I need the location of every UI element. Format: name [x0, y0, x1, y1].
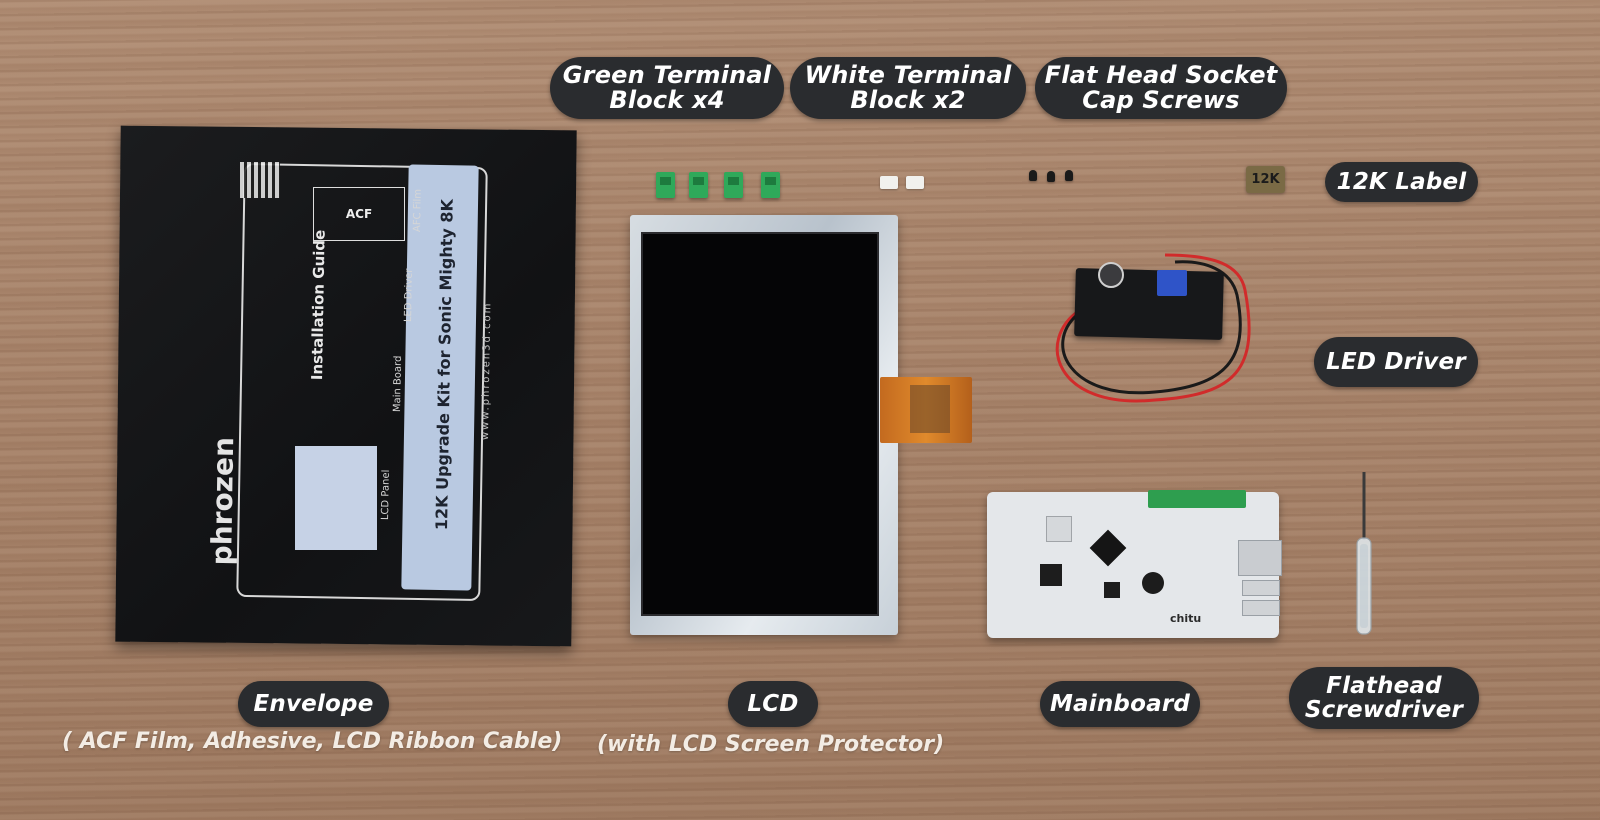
led-driver-label: LED Driver [1314, 337, 1478, 387]
envelope-label: Envelope [238, 681, 389, 727]
green-terminal-block [724, 172, 743, 198]
lcd-caption: (with LCD Screen Protector) [597, 732, 945, 757]
envelope-caption: ( ACF Film, Adhesive, LCD Ribbon Cable) [62, 729, 563, 754]
12k-label-label: 12K Label [1325, 162, 1478, 202]
mainboard-buzzer [1142, 572, 1164, 594]
lcd-screen [641, 232, 879, 616]
white-terminal-block [906, 176, 924, 189]
led-driver-heatsink [1157, 270, 1187, 296]
cap-screw [1047, 171, 1055, 182]
12k-sticker: 12K [1246, 166, 1285, 193]
envelope-acf-box: ACF [313, 187, 405, 241]
mainboard-heatsink [1046, 516, 1072, 542]
led-driver-board [1074, 268, 1224, 340]
envelope-guide-title: Installation Guide [308, 229, 329, 381]
cap-screw [1065, 170, 1073, 181]
envelope-item-afc-film: AFC Film [412, 188, 424, 233]
envelope-item-lcd-panel: LCD Panel [380, 469, 392, 521]
mainboard-usb-port [1242, 580, 1280, 596]
envelope-item-led-driver: LED Driver [403, 268, 415, 323]
mainboard-ethernet-port [1238, 540, 1282, 576]
envelope-lcd-panel-graphic [295, 446, 377, 550]
green-terminal-block [689, 172, 708, 198]
mainboard-chip [1104, 582, 1120, 598]
mainboard [987, 492, 1279, 638]
cap-screw [1029, 170, 1037, 181]
white-terminal-block [880, 176, 898, 189]
mainboard-usb-port [1242, 600, 1280, 616]
green-terminal-block [761, 172, 780, 198]
mainboard-brand: chitu [1170, 612, 1202, 625]
envelope-item-main-board: Main Board [392, 355, 404, 413]
screwdriver-icon [1356, 472, 1372, 635]
envelope-brand: phrozen [205, 436, 241, 566]
lcd-ribbon-cable [880, 377, 972, 443]
led-driver-capacitor [1098, 262, 1124, 288]
mainboard-chip [1040, 564, 1062, 586]
mainboard-terminal [1148, 490, 1246, 508]
qr-code-icon [240, 162, 280, 198]
green-terminal-block [656, 172, 675, 198]
mainboard-label: Mainboard [1040, 681, 1200, 727]
lcd-label: LCD [728, 681, 818, 727]
